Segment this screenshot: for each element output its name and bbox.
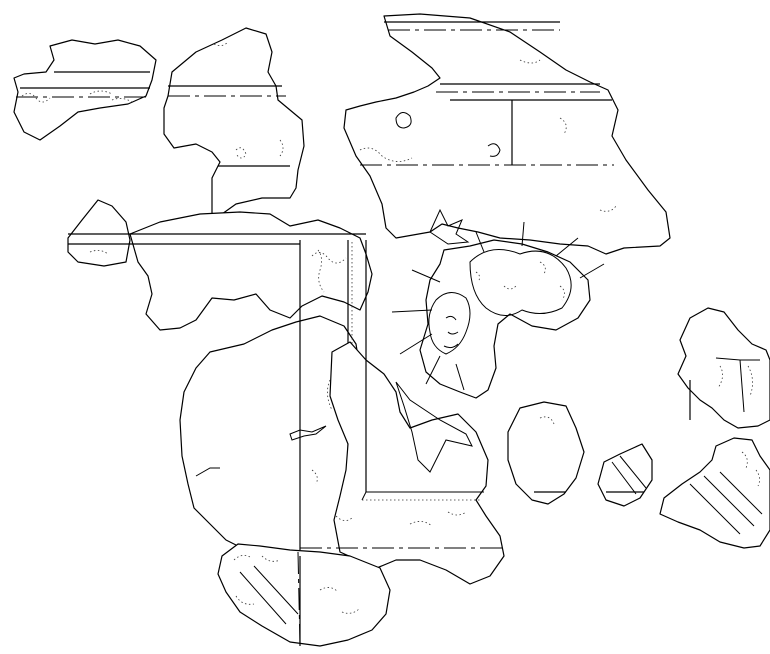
fragment-lower-centre [300, 240, 505, 585]
fragment-oval [507, 401, 585, 505]
fragment-top-left-small [13, 39, 157, 141]
fragment-bottom-left [217, 543, 391, 647]
fragment-top-right-large [343, 13, 671, 255]
fragment-top-left-band [163, 27, 305, 217]
fragment-central-panel [179, 240, 375, 561]
fragment-radiate-figure [391, 208, 605, 399]
fragment-left-edge [67, 199, 373, 331]
fragment-right-upper [677, 307, 770, 429]
fragment-small-right [597, 443, 653, 507]
fragment-right-lower [659, 437, 770, 549]
